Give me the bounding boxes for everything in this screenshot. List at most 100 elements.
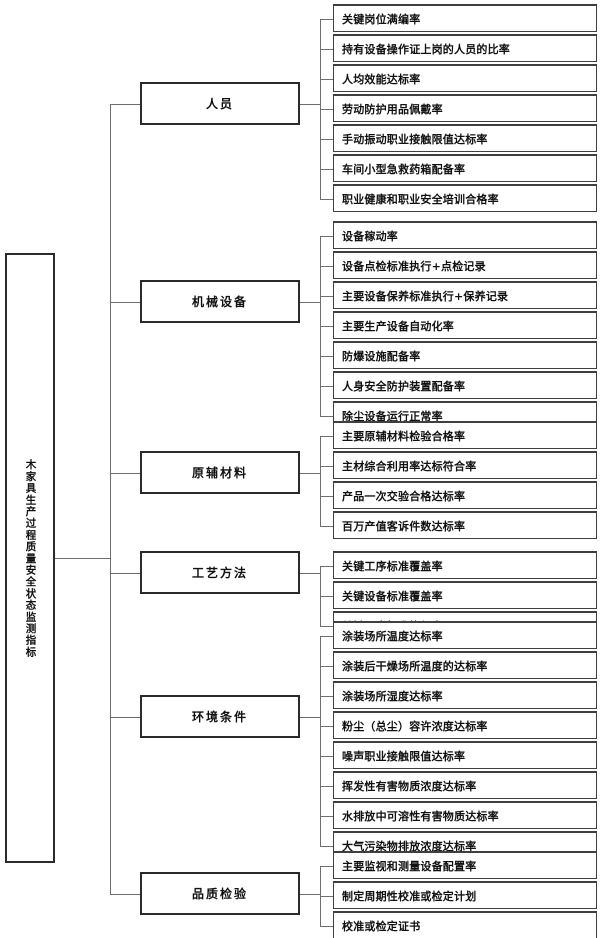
- connector-spine-to-leaf-1-6: [320, 416, 333, 417]
- category-node-3[interactable]: 工艺方法: [140, 551, 300, 594]
- root-node-label: 木家具生产过程质量安全状态监测指标: [24, 458, 37, 658]
- leaf-label: 关键岗位满编率: [342, 12, 421, 26]
- leaf-label: 涂装场所温度达标率: [342, 629, 443, 643]
- connector-category-to-spine-3: [300, 572, 320, 574]
- leaf-node-2-2[interactable]: 产品一次交验合格达标率: [333, 481, 597, 509]
- category-node-4[interactable]: 环境条件: [140, 695, 300, 738]
- category-node-2[interactable]: 原辅材料: [140, 451, 300, 494]
- leaf-node-0-6[interactable]: 职业健康和职业安全培训合格率: [333, 184, 597, 212]
- connector-spine-to-leaf-1-3: [320, 326, 333, 327]
- connector-spine-to-leaf-0-2: [320, 79, 333, 80]
- leaf-node-5-2[interactable]: 校准或检定证书: [333, 911, 597, 938]
- leaf-label: 主要生产设备自动化率: [342, 319, 454, 333]
- connector-spine-to-leaf-5-1: [320, 896, 333, 897]
- leaf-node-1-5[interactable]: 人身安全防护装置配备率: [333, 371, 597, 399]
- leaf-label: 职业健康和职业安全培训合格率: [342, 192, 499, 206]
- leaf-node-4-6[interactable]: 水排放中可溶性有害物质达标率: [333, 801, 597, 829]
- connector-spine-to-leaf-1-2: [320, 296, 333, 297]
- leaf-node-4-2[interactable]: 涂装场所湿度达标率: [333, 681, 597, 709]
- leaf-label: 噪声职业接触限值达标率: [342, 749, 466, 763]
- leaf-label: 人身安全防护装置配备率: [342, 379, 466, 393]
- leaf-node-0-1[interactable]: 持有设备操作证上岗的人员的比率: [333, 34, 597, 62]
- leaf-label: 主材综合利用率达标符合率: [342, 459, 477, 473]
- category-label: 品质检验: [191, 887, 248, 901]
- connector-spine-to-leaf-4-0: [320, 636, 333, 637]
- category-node-5[interactable]: 品质检验: [140, 872, 300, 915]
- connector-category-to-spine-0: [300, 103, 320, 105]
- leaf-label: 关键设备标准覆盖率: [342, 589, 443, 603]
- leaf-node-3-0[interactable]: 关键工序标准覆盖率: [333, 551, 597, 579]
- connector-trunk-to-category-0: [110, 103, 140, 105]
- connector-category-to-spine-2: [300, 472, 320, 474]
- category-label: 机械设备: [191, 295, 248, 309]
- root-node[interactable]: 木家具生产过程质量安全状态监测指标: [5, 253, 55, 863]
- category-label: 工艺方法: [191, 566, 248, 580]
- leaf-label: 制定周期性校准或检定计划: [342, 889, 477, 903]
- leaf-label: 涂装后干燥场所温度的达标率: [342, 659, 488, 673]
- leaf-label: 车间小型急救药箱配备率: [342, 162, 466, 176]
- leaf-node-1-0[interactable]: 设备稼动率: [333, 221, 597, 249]
- connector-trunk-to-category-3: [110, 572, 140, 574]
- leaf-label: 主要监视和测量设备配置率: [342, 859, 477, 873]
- connector-spine-to-leaf-4-6: [320, 816, 333, 817]
- leaf-label: 涂装场所湿度达标率: [342, 689, 443, 703]
- connector-spine-to-leaf-4-5: [320, 786, 333, 787]
- leaf-node-4-0[interactable]: 涂装场所温度达标率: [333, 621, 597, 649]
- connector-root-stub: [55, 558, 110, 559]
- leaf-node-5-0[interactable]: 主要监视和测量设备配置率: [333, 851, 597, 879]
- leaf-node-0-4[interactable]: 手动振动职业接触限值达标率: [333, 124, 597, 152]
- leaf-node-1-1[interactable]: 设备点检标准执行+点检记录: [333, 251, 597, 279]
- connector-spine-to-leaf-1-1: [320, 266, 333, 267]
- connector-spine-to-leaf-0-4: [320, 139, 333, 140]
- leaf-node-0-2[interactable]: 人均效能达标率: [333, 64, 597, 92]
- leaf-node-0-3[interactable]: 劳动防护用品佩戴率: [333, 94, 597, 122]
- category-node-0[interactable]: 人员: [140, 82, 300, 125]
- leaf-node-1-3[interactable]: 主要生产设备自动化率: [333, 311, 597, 339]
- leaf-node-0-5[interactable]: 车间小型急救药箱配备率: [333, 154, 597, 182]
- leaf-label: 挥发性有害物质浓度达标率: [342, 779, 477, 793]
- connector-spine-to-leaf-3-0: [320, 566, 333, 567]
- leaf-node-1-4[interactable]: 防爆设施配备率: [333, 341, 597, 369]
- connector-spine-to-leaf-2-0: [320, 436, 333, 437]
- connector-spine-to-leaf-2-3: [320, 526, 333, 527]
- connector-leaf-spine-4: [320, 636, 321, 846]
- category-node-1[interactable]: 机械设备: [140, 280, 300, 323]
- connector-spine-to-leaf-0-3: [320, 109, 333, 110]
- connector-spine-to-leaf-1-0: [320, 236, 333, 237]
- leaf-label: 设备点检标准执行+点检记录: [342, 259, 486, 273]
- leaf-node-3-1[interactable]: 关键设备标准覆盖率: [333, 581, 597, 609]
- leaf-node-4-4[interactable]: 噪声职业接触限值达标率: [333, 741, 597, 769]
- category-label: 原辅材料: [191, 466, 248, 480]
- connector-category-to-spine-5: [300, 893, 320, 895]
- leaf-label: 防爆设施配备率: [342, 349, 421, 363]
- connector-spine-to-leaf-0-6: [320, 199, 333, 200]
- connector-spine-to-leaf-3-2: [320, 626, 333, 627]
- leaf-label: 百万产值客诉件数达标率: [342, 519, 466, 533]
- leaf-node-4-5[interactable]: 挥发性有害物质浓度达标率: [333, 771, 597, 799]
- connector-spine-to-leaf-4-2: [320, 696, 333, 697]
- connector-category-to-spine-4: [300, 716, 320, 718]
- connector-spine-to-leaf-5-0: [320, 866, 333, 867]
- connector-spine-to-leaf-4-7: [320, 846, 333, 847]
- leaf-node-2-1[interactable]: 主材综合利用率达标符合率: [333, 451, 597, 479]
- category-label: 环境条件: [191, 710, 248, 724]
- leaf-label: 主要设备保养标准执行+保养记录: [342, 289, 509, 303]
- leaf-label: 手动振动职业接触限值达标率: [342, 132, 488, 146]
- leaf-node-4-1[interactable]: 涂装后干燥场所温度的达标率: [333, 651, 597, 679]
- connector-spine-to-leaf-2-1: [320, 466, 333, 467]
- leaf-label: 除尘设备运行正常率: [342, 409, 443, 423]
- leaf-node-4-3[interactable]: 粉尘（总尘）容许浓度达标率: [333, 711, 597, 739]
- leaf-node-1-2[interactable]: 主要设备保养标准执行+保养记录: [333, 281, 597, 309]
- leaf-node-2-3[interactable]: 百万产值客诉件数达标率: [333, 511, 597, 539]
- leaf-node-5-1[interactable]: 制定周期性校准或检定计划: [333, 881, 597, 909]
- leaf-node-0-0[interactable]: 关键岗位满编率: [333, 4, 597, 32]
- connector-category-to-spine-1: [300, 301, 320, 303]
- leaf-label: 设备稼动率: [342, 229, 398, 243]
- category-label: 人员: [205, 97, 234, 111]
- connector-spine-to-leaf-0-0: [320, 19, 333, 20]
- leaf-node-2-0[interactable]: 主要原辅材料检验合格率: [333, 421, 597, 449]
- connector-spine-to-leaf-3-1: [320, 596, 333, 597]
- leaf-label: 人均效能达标率: [342, 72, 421, 86]
- leaf-label: 关键工序标准覆盖率: [342, 559, 443, 573]
